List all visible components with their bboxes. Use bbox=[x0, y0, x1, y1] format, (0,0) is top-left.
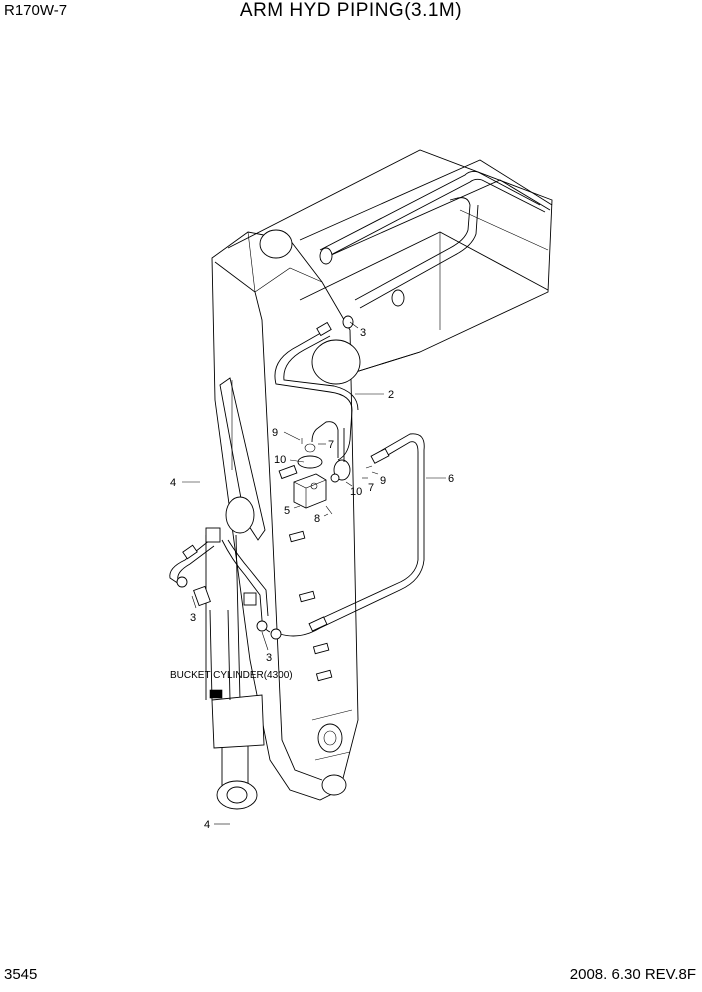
hoses bbox=[169, 321, 425, 640]
callout-4-bottom: 4 bbox=[204, 819, 210, 831]
valve-block bbox=[278, 315, 373, 515]
leader-lines bbox=[182, 321, 446, 825]
arm bbox=[211, 229, 361, 801]
callout-3-top: 3 bbox=[360, 327, 366, 339]
page-number: 3545 bbox=[4, 966, 38, 983]
callout-4-top: 4 bbox=[170, 477, 176, 489]
bucket-cylinder bbox=[205, 534, 265, 810]
bucket-cylinder-label: BUCKET CYLINDER(4300) bbox=[170, 670, 293, 681]
callout-9-left: 9 bbox=[272, 427, 278, 439]
callout-7-right: 7 bbox=[368, 482, 374, 494]
callout-8: 8 bbox=[314, 513, 320, 525]
callout-5: 5 bbox=[284, 505, 290, 517]
callout-3-left: 3 bbox=[190, 612, 196, 624]
callout-10-right: 10 bbox=[350, 486, 362, 498]
boom bbox=[227, 149, 553, 381]
date-revision: 2008. 6.30 REV.8F bbox=[569, 966, 696, 983]
callout-9-right: 9 bbox=[380, 475, 386, 487]
callouts: 2 3 9 7 10 6 10 7 9 4 5 8 3 3 4 BUCKET C… bbox=[170, 327, 454, 831]
callout-6: 6 bbox=[448, 473, 454, 485]
page-title: ARM HYD PIPING(3.1M) bbox=[239, 0, 463, 21]
callout-7-left: 7 bbox=[328, 439, 334, 451]
model-code: R170W-7 bbox=[4, 2, 68, 19]
callout-3-right: 3 bbox=[266, 652, 272, 664]
callout-10-left: 10 bbox=[274, 454, 286, 466]
callout-2: 2 bbox=[388, 389, 394, 401]
